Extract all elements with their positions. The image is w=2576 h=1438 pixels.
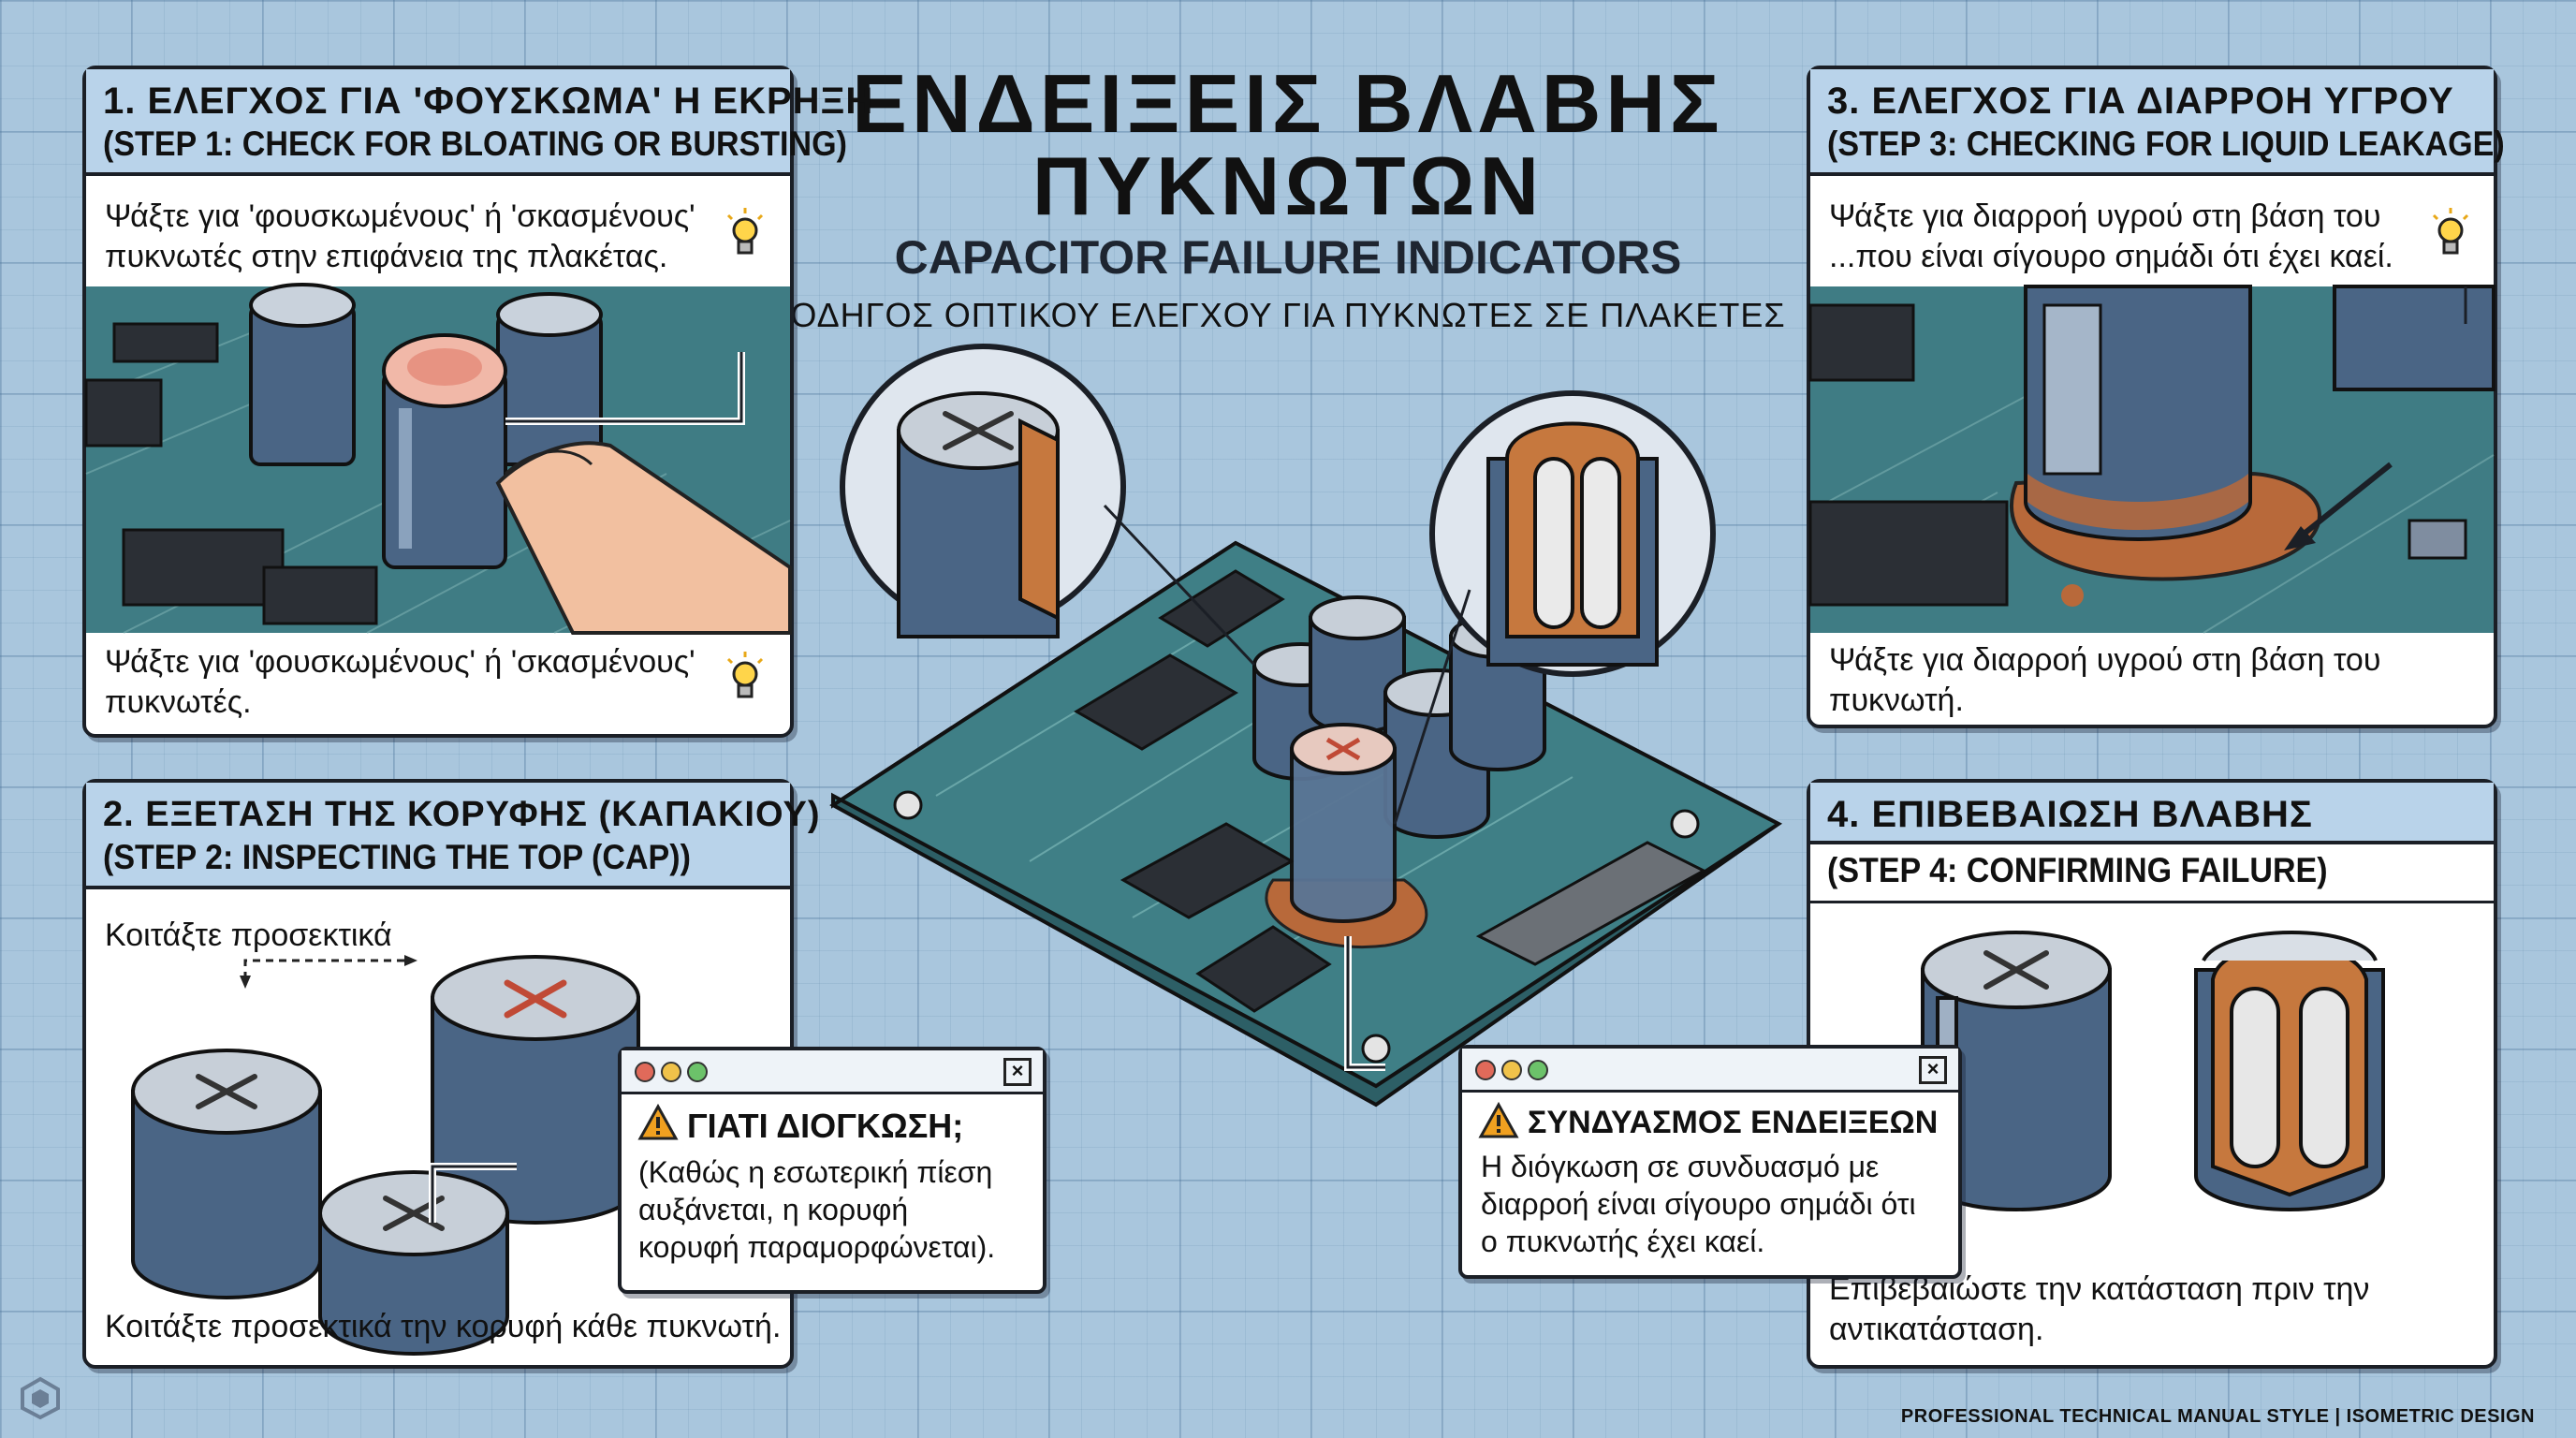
- text-line: ...που είναι σίγουρο σημάδι ότι έχει καε…: [1829, 239, 2393, 274]
- panel-instruction-top: Κοιτάξτε προσεκτικά: [105, 917, 392, 953]
- text-line: (Καθώς η εσωτερική πίεση: [638, 1155, 993, 1189]
- window-dot-red: [635, 1062, 655, 1082]
- footer-credit: PROFESSIONAL TECHNICAL MANUAL STYLE | IS…: [1900, 1406, 2535, 1427]
- text-line: διαρροή είναι σίγουρο σημάδι ότι: [1481, 1187, 1916, 1221]
- text-line: Ψάξτε για διαρροή υγρού στη βάση του: [1829, 642, 2381, 678]
- panel-instruction-bottom: Ψάξτε για 'φουσκωμένους' ή 'σκασμένους' …: [105, 642, 695, 723]
- close-icon[interactable]: ×: [1003, 1058, 1032, 1086]
- warning-icon: [637, 1103, 679, 1140]
- panel-instruction-top: Ψάξτε για 'φουσκωμένους' ή 'σκασμένους' …: [105, 197, 695, 277]
- title-line-1: ΕΝΔΕΙΞΕΙΣ ΒΛΑΒΗΣ: [852, 57, 1724, 150]
- popup-combined-indicators: × ΣΥΝΔΥΑΣΜΟΣ ΕΝΔΕΙΞΕΩΝ Η διόγκωση σε συν…: [1458, 1045, 1962, 1279]
- popup-body: Η διόγκωση σε συνδυασμό με διαρροή είναι…: [1481, 1148, 1916, 1260]
- panel-instruction-bottom: Ψάξτε για διαρροή υγρού στη βάση του πυκ…: [1829, 640, 2380, 721]
- panel-title-english: (STEP 2: INSPECTING THE TOP (CAP)): [103, 838, 691, 876]
- bloated-capacitor-scene: [84, 283, 792, 635]
- text-line: αυξάνεται, η κορυφή: [638, 1193, 909, 1226]
- panel-header: 3. ΕΛΕΓΧΟΣ ΓΙΑ ΔΙΑΡΡΟΗ ΥΓΡΟΥ (STEP 3: CH…: [1810, 69, 2505, 176]
- popup-body: (Καθώς η εσωτερική πίεση αυξάνεται, η κο…: [638, 1153, 995, 1266]
- divider: [1810, 901, 2494, 903]
- panel-title-greek: 3. ΕΛΕΓΧΟΣ ΓΙΑ ΔΙΑΡΡΟΗ ΥΓΡΟΥ: [1827, 81, 2454, 122]
- panel-instruction-top: Ψάξτε για διαρροή υγρού στη βάση του ...…: [1829, 197, 2393, 277]
- window-dot-red: [1475, 1060, 1496, 1080]
- text-line: κορυφή παραμορφώνεται).: [638, 1230, 996, 1264]
- window-dot-green: [687, 1062, 708, 1082]
- board-illustration: [84, 283, 792, 635]
- close-icon[interactable]: ×: [1919, 1056, 1947, 1084]
- popup-why-bulge: × ΓΙΑΤΙ ΔΙΟΓΚΩΣΗ; (Καθώς η εσωτερική πίε…: [618, 1047, 1046, 1294]
- window-dot-yellow: [1501, 1060, 1522, 1080]
- panel-header: 4. ΕΠΙΒΕΒΑΙΩΣΗ ΒΛΑΒΗΣ: [1810, 783, 2494, 844]
- popup-titlebar: ×: [1462, 1049, 1958, 1093]
- panel-instruction-bottom: Κοιτάξτε προσεκτικά την κορυφή κάθε πυκν…: [105, 1309, 782, 1344]
- lightbulb-icon: [2432, 208, 2469, 255]
- panel-title-english: (STEP 1: CHECK FOR BLOATING OR BURSTING): [103, 125, 847, 163]
- text-line: πυκνωτές.: [105, 684, 252, 720]
- text-line: ο πυκνωτής έχει καεί.: [1481, 1225, 1765, 1258]
- text-line: πυκνωτή.: [1829, 682, 1964, 718]
- window-dot-green: [1528, 1060, 1548, 1080]
- popup-title: ΣΥΝΔΥΑΣΜΟΣ ΕΝΔΕΙΞΕΩΝ: [1528, 1105, 1939, 1140]
- subtitle-greek: ΟΔΗΓΟΣ ΟΠΤΙΚΟΥ ΕΛΕΓΧΟΥ ΓΙΑ ΠΥΚΝΩΤΕΣ ΣΕ Π…: [790, 296, 1786, 334]
- window-dot-yellow: [661, 1062, 681, 1082]
- panel-step-1: 1. ΕΛΕΓΧΟΣ ΓΙΑ 'ΦΟΥΣΚΩΜΑ' Η ΕΚΡΗΞΗ (STEP…: [82, 66, 874, 738]
- board-illustration: [1808, 285, 2496, 634]
- logo-icon: [21, 1376, 60, 1420]
- subtitle-english: CAPACITOR FAILURE INDICATORS: [894, 231, 1682, 284]
- panel-header: 1. ΕΛΕΓΧΟΣ ΓΙΑ 'ΦΟΥΣΚΩΜΑ' Η ΕΚΡΗΞΗ (STEP…: [86, 69, 874, 176]
- lightbulb-icon: [726, 208, 764, 255]
- panel-header: 2. ΕΞΕΤΑΣΗ ΤΗΣ ΚΟΡΥΦΗΣ (ΚΑΠΑΚΙΟΥ) (STEP …: [86, 783, 821, 889]
- text-line: Ψάξτε για 'φουσκωμένους' ή 'σκασμένους': [105, 644, 695, 680]
- panel-title-english: (STEP 4: CONFIRMING FAILURE): [1827, 851, 2328, 889]
- text-line: πυκνωτές στην επιφάνεια της πλακέτας.: [105, 239, 668, 274]
- panel-title-greek: 2. ΕΞΕΤΑΣΗ ΤΗΣ ΚΟΡΥΦΗΣ (ΚΑΠΑΚΙΟΥ): [103, 795, 821, 834]
- comparison-illustration: [1921, 931, 2385, 1211]
- panel-step-3: 3. ΕΛΕΓΧΟΣ ΓΙΑ ΔΙΑΡΡΟΗ ΥΓΡΟΥ (STEP 3: CH…: [1807, 66, 2505, 728]
- panel-title-greek: 1. ΕΛΕΓΧΟΣ ΓΙΑ 'ΦΟΥΣΚΩΜΑ' Η ΕΚΡΗΞΗ: [103, 81, 874, 122]
- lightbulb-icon: [726, 652, 764, 698]
- cap-top-illustration: [131, 955, 640, 1356]
- pcb-illustration: [829, 344, 1782, 1108]
- text-line: Ψάξτε για 'φουσκωμένους' ή 'σκασμένους': [105, 198, 695, 234]
- popup-titlebar: ×: [622, 1050, 1043, 1094]
- text-line: Η διόγκωση σε συνδυασμό με: [1481, 1150, 1880, 1183]
- leaking-capacitor-scene: [1808, 285, 2496, 634]
- title-line-2: ΠΥΚΝΩΤΩΝ: [1032, 139, 1544, 232]
- warning-icon: [1478, 1101, 1519, 1138]
- popup-title: ΓΙΑΤΙ ΔΙΟΓΚΩΣΗ;: [687, 1107, 964, 1145]
- panel-title-english: (STEP 3: CHECKING FOR LIQUID LEAKAGE): [1827, 125, 2505, 163]
- text-line: αντικατάσταση.: [1829, 1312, 2044, 1347]
- panel-instruction-bottom: Επιβεβαιώστε την κατάσταση πριν την αντι…: [1829, 1269, 2369, 1350]
- text-line: Ψάξτε για διαρροή υγρού στη βάση του: [1829, 198, 2381, 234]
- panel-title-greek: 4. ΕΠΙΒΕΒΑΙΩΣΗ ΒΛΑΒΗΣ: [1827, 794, 2313, 835]
